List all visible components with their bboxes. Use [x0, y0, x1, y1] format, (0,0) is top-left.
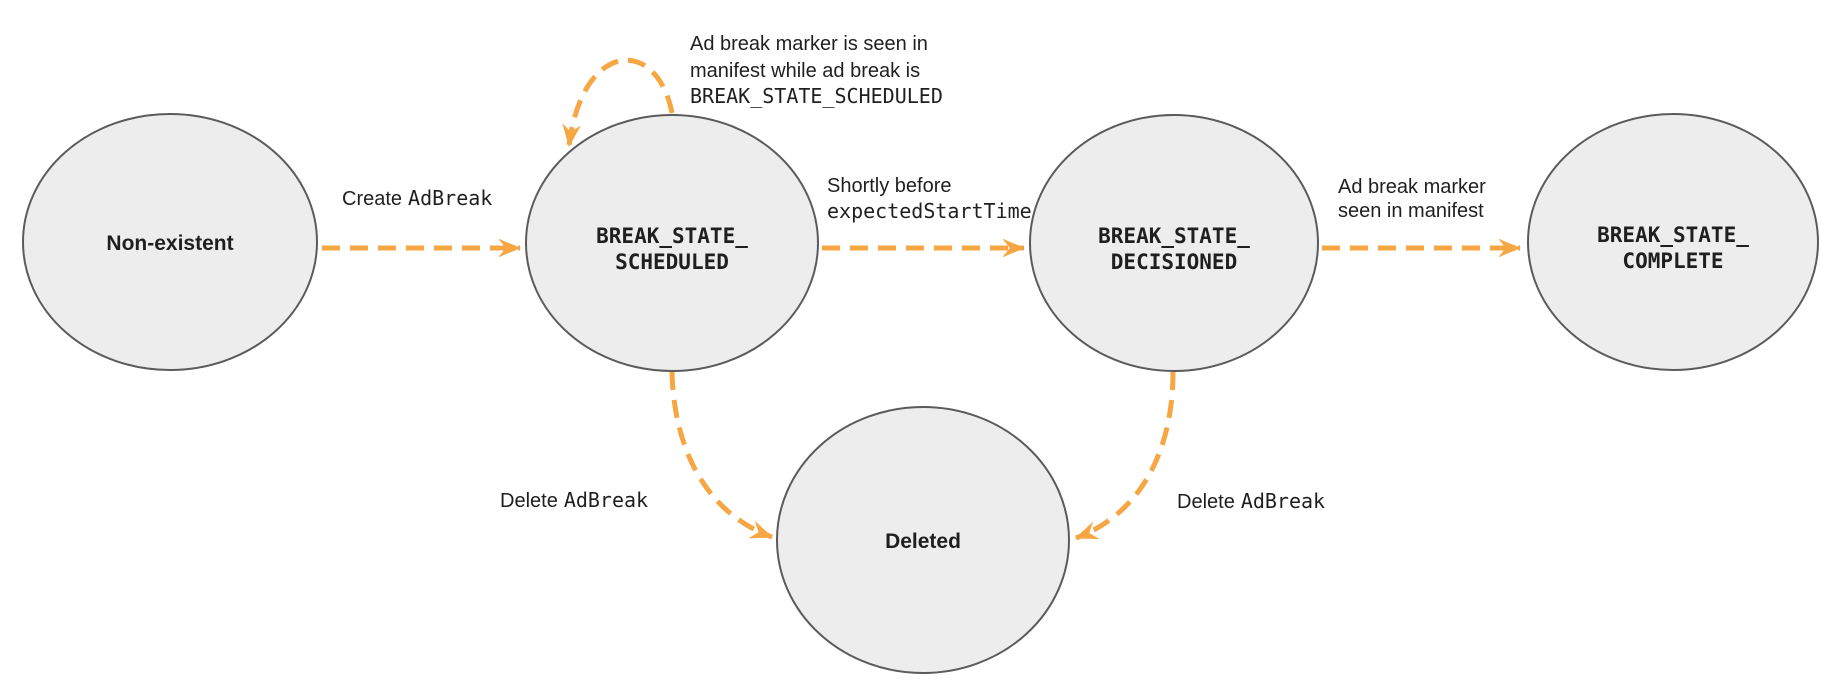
state-label-deleted: Deleted [885, 530, 961, 553]
state-node-break-state-scheduled: BREAK_STATE_ SCHEDULED [525, 114, 819, 372]
edge-label-shortly-before-line2: expectedStartTime [827, 199, 1032, 223]
state-circle-break-state-complete [1527, 113, 1819, 371]
state-node-deleted: Deleted [776, 406, 1070, 674]
edge-label-marker-seen-line1: Ad break marker [1338, 176, 1486, 198]
state-circle-break-state-scheduled [525, 114, 819, 372]
state-label-break-state-decisioned-line1: BREAK_STATE_ [1098, 224, 1250, 248]
state-label-non-existent: Non-existent [106, 232, 233, 255]
state-node-non-existent: Non-existent [22, 113, 318, 371]
state-node-break-state-complete: BREAK_STATE_ COMPLETE [1527, 113, 1819, 371]
edge-label-marker-seen-line2: seen in manifest [1338, 200, 1484, 222]
edge-label-self-loop-line1: Ad break marker is seen in [690, 33, 928, 55]
edge-label-shortly-before-line1: Shortly before [827, 175, 952, 197]
state-circle-break-state-decisioned [1029, 114, 1319, 372]
state-circle-deleted [776, 406, 1070, 674]
state-label-break-state-complete-line2: COMPLETE [1622, 249, 1723, 273]
edge-delete-adbreak-from-decisioned [1075, 371, 1176, 541]
edge-label-self-loop-line3: BREAK_STATE_SCHEDULED [690, 84, 943, 108]
edges-layer [322, 57, 1522, 541]
edge-delete-adbreak-from-scheduled [669, 371, 773, 540]
state-circle-non-existent [22, 113, 318, 371]
edge-label-self-loop-line2: manifest while ad break is [690, 60, 920, 82]
state-label-break-state-scheduled-line2: SCHEDULED [615, 250, 729, 274]
state-label-break-state-complete-line1: BREAK_STATE_ [1597, 223, 1749, 247]
state-label-break-state-scheduled-line1: BREAK_STATE_ [596, 224, 748, 248]
edge-self-loop-scheduled [562, 57, 675, 148]
state-label-break-state-decisioned-line2: DECISIONED [1111, 250, 1237, 274]
state-node-break-state-decisioned: BREAK_STATE_ DECISIONED [1029, 114, 1319, 372]
